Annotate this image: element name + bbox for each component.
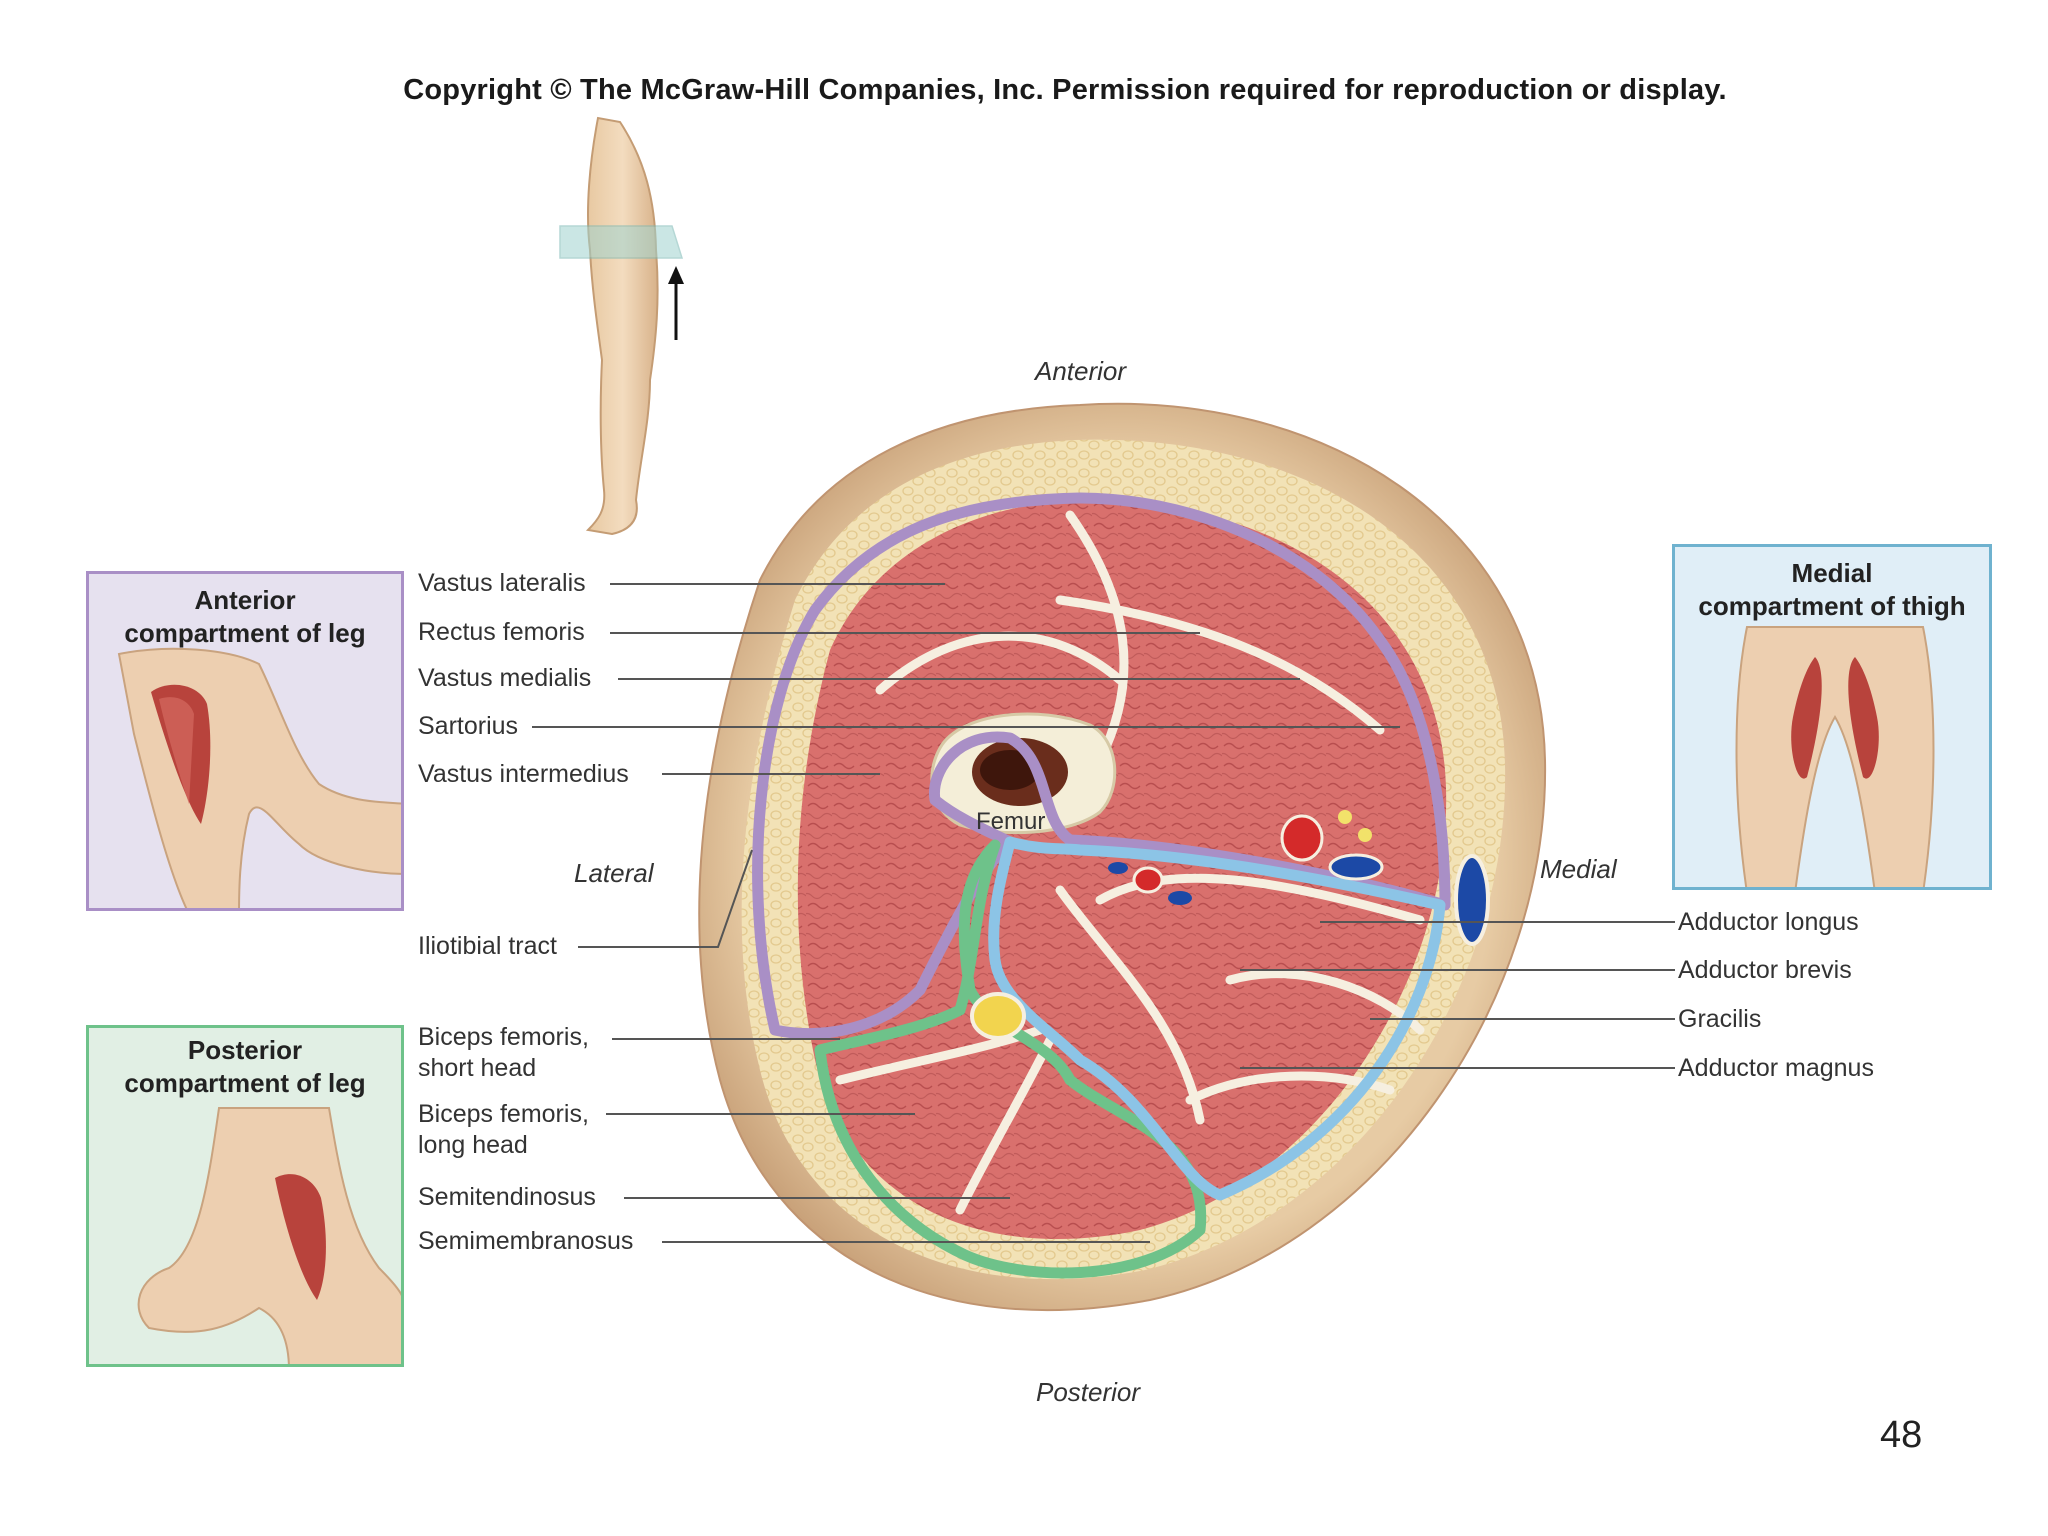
orientation-anterior: Anterior [1035,356,1127,386]
label-biceps-femoris-short-1: Biceps femoris, [418,1023,589,1051]
label-sartorius: Sartorius [418,712,519,740]
slide-number: 48 [1880,1414,1923,1456]
label-adductor-longus: Adductor longus [1678,908,1859,936]
label-vastus-intermedius: Vastus intermedius [418,760,629,788]
orientation-lateral: Lateral [574,858,654,888]
label-biceps-femoris-short-2: short head [418,1054,537,1082]
anterior-panel-title: Anterior compartment of leg [124,585,366,648]
anterior-compartment-panel: Anterior compartment of leg [86,571,404,911]
label-adductor-brevis: Adductor brevis [1678,956,1852,984]
orientation-medial: Medial [1540,854,1617,884]
medial-panel-title: Medial compartment of thigh [1698,558,1966,621]
label-adductor-magnus: Adductor magnus [1678,1054,1874,1082]
label-vastus-medialis: Vastus medialis [418,664,592,692]
label-semimembranosus: Semimembranosus [418,1227,634,1255]
posterior-panel-title: Posterior compartment of leg [124,1035,366,1098]
label-semitendinosus: Semitendinosus [418,1183,596,1211]
medial-compartment-panel: Medial compartment of thigh [1672,544,1992,890]
medial-thigh-illustration [1735,626,1935,887]
posterior-compartment-panel: Posterior compartment of leg [86,1025,404,1367]
thigh-section [698,402,1547,1312]
posterior-leg-illustration [137,1107,401,1364]
copyright-notice: Copyright © The McGraw-Hill Companies, I… [403,74,1727,106]
label-biceps-femoris-long-1: Biceps femoris, [418,1100,589,1128]
label-biceps-femoris-long-2: long head [418,1131,528,1159]
leader-lines [532,583,1675,1243]
femur-label: Femur [976,808,1046,835]
label-iliotibial-tract: Iliotibial tract [418,932,557,960]
leg-orientation-icon [559,116,684,536]
anterior-leg-illustration [117,647,401,908]
label-gracilis: Gracilis [1678,1005,1762,1033]
label-vastus-lateralis: Vastus lateralis [418,569,586,597]
orientation-posterior: Posterior [1036,1377,1141,1407]
label-rectus-femoris: Rectus femoris [418,618,585,646]
